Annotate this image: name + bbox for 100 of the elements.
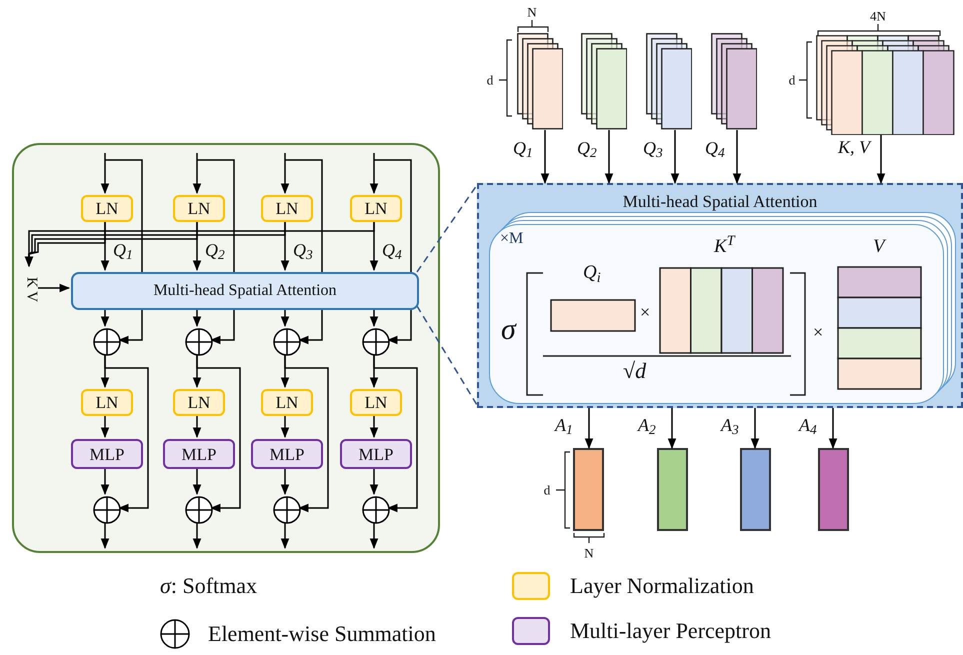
arrow: [668, 408, 676, 450]
layer-norm-box: LN: [350, 195, 402, 222]
edge-label: Q$_{2}$: [205, 241, 225, 259]
arrow: [192, 153, 202, 194]
arrow: [604, 130, 614, 184]
dimension-label: N: [584, 546, 594, 560]
arrow: [876, 135, 886, 184]
arrow: [280, 308, 290, 328]
arrow: [104, 354, 149, 512]
output-matrix: [818, 448, 849, 531]
arrow: [732, 130, 742, 184]
edge-label: A$_{4}$: [799, 416, 817, 434]
edge-label: K, V: [838, 138, 870, 156]
matrix-stack-drawing: [711, 33, 757, 130]
layer-norm-box: LN: [173, 389, 225, 416]
summation-symbol: [273, 496, 301, 524]
summation-symbol: [93, 328, 121, 356]
layer-norm-box: LN: [350, 389, 402, 416]
formula-denominator: √d: [623, 360, 646, 382]
dimension-label: N: [527, 6, 537, 18]
repeat-label: ×M: [500, 231, 524, 247]
arrow: [100, 414, 110, 438]
zoom-line: [416, 306, 478, 406]
detail-panel: [477, 183, 963, 408]
mlp-box: MLP: [340, 439, 412, 469]
matrix-stack-drawing: [816, 35, 956, 135]
edge-label: Q$_{1}$: [113, 241, 133, 259]
output-matrix: [657, 448, 688, 531]
mlp-box: MLP: [251, 439, 323, 469]
arrow: [374, 159, 412, 344]
arrow: [373, 354, 418, 512]
summation-symbol: [185, 496, 213, 524]
edge-label: Q$_{1}$: [513, 139, 533, 157]
edge-label: Q$_{2}$: [577, 139, 597, 157]
arrow: [370, 522, 378, 550]
summation-symbol: [185, 328, 213, 356]
legend-label: Layer Normalization: [570, 575, 754, 597]
dimension-label: d: [788, 74, 796, 86]
summation-symbol: [273, 328, 301, 356]
dimension-label: d: [486, 74, 494, 86]
arrow: [192, 308, 202, 328]
arrow: [540, 130, 550, 184]
input-label: K V: [22, 268, 40, 312]
arrow: [100, 522, 110, 550]
arrow: [284, 354, 329, 512]
matrix-stack-drawing: [517, 33, 563, 130]
edge-label: Q$_{3}$: [643, 139, 663, 157]
layer-norm-box: LN: [81, 389, 133, 416]
arrow: [750, 408, 760, 450]
summation-symbol: [93, 496, 121, 524]
arrow: [280, 153, 290, 194]
edge-label: A$_{2}$: [638, 416, 656, 434]
edge-label: A$_{1}$: [555, 416, 573, 434]
arrow: [24, 220, 375, 268]
edge-label: Q$_{4}$: [382, 241, 402, 259]
arrow: [192, 522, 202, 550]
attention-card: [489, 224, 944, 404]
matrix-stack-drawing: [581, 33, 627, 130]
arrow: [280, 522, 290, 550]
arrow: [285, 159, 323, 344]
arrow: [670, 130, 680, 184]
arrow: [370, 414, 378, 438]
multiply-sign: ×: [813, 323, 824, 341]
legend-note: σ: Softmax: [160, 575, 258, 597]
output-matrix: [740, 448, 771, 531]
layer-norm-box: LN: [261, 195, 313, 222]
arrow: [196, 354, 241, 512]
matrix-label: Q$_{i}$: [583, 263, 601, 282]
layer-norm-box: LN: [261, 389, 313, 416]
arrow: [100, 153, 110, 194]
arrow: [370, 308, 378, 328]
softmax-symbol: σ: [501, 315, 516, 345]
layer-norm-box: LN: [81, 195, 133, 222]
edge-label: A$_{3}$: [721, 416, 739, 434]
arrow: [584, 408, 594, 450]
multiply-sign: ×: [640, 303, 650, 321]
zoom-line: [416, 184, 478, 272]
arrow: [280, 414, 290, 438]
arrow: [105, 159, 143, 344]
dimension-label: 4N: [870, 10, 886, 22]
summation-symbol: [362, 496, 390, 524]
arrow: [38, 284, 70, 292]
panel-title: Multi-head Spatial Attention: [622, 191, 818, 212]
arrow: [192, 414, 202, 438]
output-matrix: [573, 448, 604, 531]
arrow: [192, 467, 202, 496]
attention-box: Multi-head Spatial Attention: [71, 272, 419, 310]
matrix-stack-drawing: [646, 33, 692, 130]
legend-label: Multi-layer Perceptron: [570, 620, 771, 642]
edge-label: Q$_{3}$: [293, 241, 313, 259]
layer-norm-box: LN: [173, 195, 225, 222]
block-panel: [12, 143, 440, 553]
arrow: [370, 153, 378, 194]
arrow: [100, 308, 110, 328]
arrow: [197, 159, 235, 344]
mlp-box: MLP: [163, 439, 235, 469]
arrow: [828, 408, 838, 450]
arrow: [100, 467, 110, 496]
arrow: [280, 467, 290, 496]
matrix-label: K$^{T}$: [714, 237, 735, 256]
